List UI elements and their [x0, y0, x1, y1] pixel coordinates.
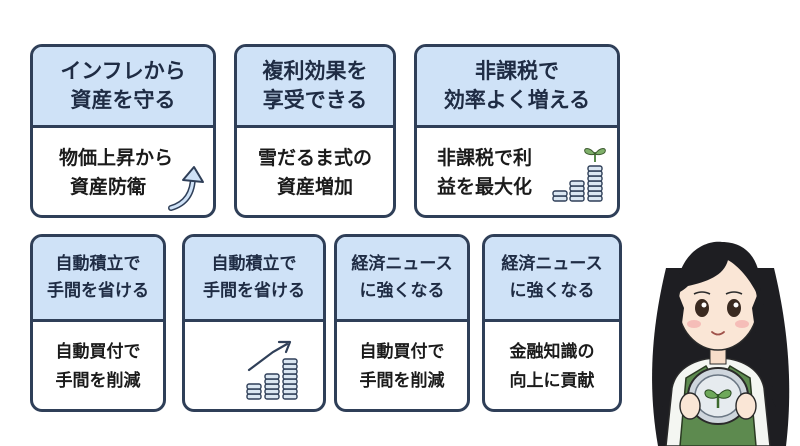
card-title-line: 複利効果を	[262, 59, 368, 83]
card-inflation-protection: インフレから 資産を守る 物価上昇から 資産防衛	[30, 44, 216, 218]
card-title: インフレから 資産を守る	[33, 47, 213, 128]
card-body: 自動買付で 手間を削減	[33, 322, 163, 409]
card-tax-free: 非課税で 効率よく増える 非課税で利 益を最大化	[414, 44, 620, 218]
card-title-line: 自動積立で	[55, 254, 141, 274]
coin-stack-arrow-icon	[246, 340, 298, 400]
card-body: 物価上昇から 資産防衛	[33, 128, 213, 215]
card-body-line: 向上に貢献	[509, 371, 595, 391]
card-body: 金融知識の 向上に貢献	[485, 322, 619, 409]
card-title-line: 資産を守る	[70, 88, 176, 112]
card-economic-news-2: 経済ニュース に強くなる 金融知識の 向上に貢献	[482, 234, 622, 412]
card-title-line: 経済ニュース	[501, 254, 603, 274]
card-title-line: に強くなる	[359, 281, 445, 301]
card-body-line: 資産増加	[276, 176, 353, 198]
card-body: 非課税で利 益を最大化	[417, 128, 617, 215]
card-body-line: 資産防衛	[69, 176, 146, 198]
card-title-line: 非課税で	[475, 59, 559, 83]
card-title: 経済ニュース に強くなる	[485, 237, 619, 322]
card-title-line: 手間を省ける	[203, 281, 305, 301]
card-body-line: 金融知識の	[509, 342, 595, 362]
card-title: 自動積立で 手間を省ける	[33, 237, 163, 322]
card-body-line: 物価上昇から	[58, 147, 173, 169]
card-title: 複利効果を 享受できる	[237, 47, 393, 128]
card-title-line: 手間を省ける	[47, 281, 149, 301]
card-title-line: 経済ニュース	[351, 254, 453, 274]
card-economic-news: 経済ニュース に強くなる 自動買付で 手間を削減	[334, 234, 470, 412]
card-title-line: 効率よく増える	[443, 88, 591, 112]
card-body-line: 雪だるま式の	[257, 147, 372, 169]
card-body: 自動買付で 手間を削減	[337, 322, 467, 409]
card-body-line: 手間を削減	[55, 371, 141, 391]
card-auto-investing-2: 自動積立で 手間を省ける	[182, 234, 326, 412]
card-title-line: インフレから	[60, 59, 186, 83]
card-title-line: 享受できる	[262, 88, 368, 112]
card-title: 自動積立で 手間を省ける	[185, 237, 323, 322]
card-body-line: 自動買付で	[55, 342, 141, 362]
card-body-line: 益を最大化	[437, 176, 533, 198]
card-body-line: 手間を削減	[359, 371, 445, 391]
girl-illustration	[652, 241, 790, 446]
card-title: 非課税で 効率よく増える	[417, 47, 617, 128]
card-body-line: 非課税で利	[437, 147, 533, 169]
rising-arrow-icon	[168, 166, 204, 211]
coin-stack-growth-icon	[552, 148, 606, 202]
card-body	[185, 322, 323, 409]
card-compound-interest: 複利効果を 享受できる 雪だるま式の 資産増加	[234, 44, 396, 218]
card-title-line: に強くなる	[509, 281, 595, 301]
card-body-line: 自動買付で	[359, 342, 445, 362]
card-auto-investing: 自動積立で 手間を省ける 自動買付で 手間を削減	[30, 234, 166, 412]
card-title: 経済ニュース に強くなる	[337, 237, 467, 322]
card-body: 雪だるま式の 資産増加	[237, 128, 393, 215]
card-title-line: 自動積立で	[211, 254, 297, 274]
